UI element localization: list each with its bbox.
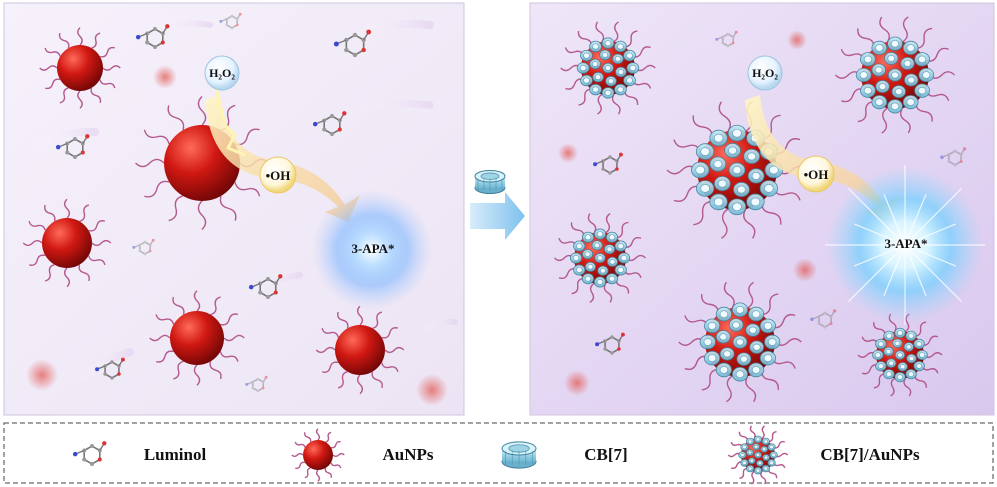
cb7-ring-transition-icon <box>474 169 506 195</box>
cb7-ring-transition <box>474 169 506 195</box>
cb7-aunp-right-large <box>666 101 808 239</box>
transition-arrow <box>470 192 525 240</box>
legend-label-cb7: CB[7] <box>584 445 627 464</box>
aunp-left-blur-2 <box>26 359 58 391</box>
glow-ray <box>904 244 927 297</box>
h2o2-label-left: H₂O₂ <box>209 66 235 80</box>
reaction-arrow-left <box>205 95 360 222</box>
cb7-aunp-right-blur-4 <box>564 370 590 396</box>
h2o2-bubble-right <box>747 55 783 91</box>
luminol-right-2 <box>593 152 623 175</box>
legend-cb7-aunp <box>727 425 789 485</box>
aunp-left-4 <box>315 305 405 395</box>
luminol-left-6 <box>95 357 125 380</box>
luminol-left-4 <box>55 134 90 159</box>
luminol-left-5 <box>248 274 283 299</box>
product-label-right: 3-APA* <box>884 236 927 251</box>
luminol-left-faint-3 <box>245 375 268 393</box>
luminol-right-3 <box>940 147 967 167</box>
luminol-molecules-right <box>593 30 967 355</box>
glow-left <box>312 190 432 310</box>
glow-ray <box>904 223 957 246</box>
glow-ray <box>883 193 906 246</box>
glow-ray <box>853 223 906 246</box>
cb7-aunp-right-5 <box>857 313 943 397</box>
legend-cb7-ring <box>501 441 537 469</box>
aunp-left-blur-1 <box>153 65 177 89</box>
cb7-aunp-right-blur-2 <box>558 143 578 163</box>
legend-cb7-icon <box>501 441 537 469</box>
glow-ray <box>853 244 906 267</box>
luminol-right-5 <box>810 309 837 329</box>
cb7-aunp-right-blur-3 <box>793 258 817 282</box>
legend-box <box>3 422 994 484</box>
cb7-aunps-right <box>554 16 955 403</box>
glow-ray <box>904 193 927 246</box>
luminol-left-2 <box>333 29 372 58</box>
cb7-aunp-right-3 <box>554 213 646 303</box>
glow-ray <box>848 188 906 246</box>
h2o2-bubble-left <box>204 55 240 91</box>
glow-ray <box>848 244 906 302</box>
cb7-aunp-right-4 <box>678 281 802 403</box>
aunp-left-3 <box>149 290 245 386</box>
aunp-left-2 <box>22 198 112 288</box>
luminol-right-4 <box>595 332 625 355</box>
cb7-aunp-right-blur-1 <box>787 30 807 50</box>
h2o2-label-right: H₂O₂ <box>752 66 778 80</box>
oh-label-left: •OH <box>266 168 291 183</box>
legend-cb7-aunp-icon <box>727 425 789 485</box>
aunp-left-blur-3 <box>416 374 448 406</box>
legend-label-aunps: AuNPs <box>382 445 433 464</box>
oh-bubble-left <box>259 156 297 194</box>
luminol-left-faint-2 <box>132 238 155 256</box>
aunps-left <box>22 27 448 406</box>
legend-luminol-icon <box>72 441 107 466</box>
luminol-left-1 <box>135 24 170 49</box>
glow-ray <box>904 188 962 246</box>
oh-bubble-right <box>797 155 835 193</box>
legend-label-luminol: Luminol <box>144 445 207 464</box>
glow-rays-right <box>825 165 985 325</box>
legend-label-cb7-aunps: CB[7]/AuNPs <box>820 445 920 464</box>
cb7-aunp-right-2 <box>835 16 955 134</box>
glow-ray <box>883 244 906 297</box>
glow-ray <box>904 244 962 302</box>
legend-aunp-icon <box>291 428 345 482</box>
cb7-aunp-right-1 <box>560 21 656 115</box>
luminol-left-3 <box>312 111 347 136</box>
legend-luminol-molecule <box>72 441 107 466</box>
luminol-right-1 <box>715 30 738 48</box>
lightning-bolt <box>213 84 246 157</box>
oh-label-right: •OH <box>804 167 829 182</box>
product-label-left: 3-APA* <box>351 241 394 256</box>
luminol-left-faint-1 <box>219 12 242 30</box>
legend-aunp <box>291 428 345 482</box>
glow-ray <box>904 244 957 267</box>
luminol-molecules-left <box>55 12 372 393</box>
aunp-left-1 <box>39 27 121 109</box>
